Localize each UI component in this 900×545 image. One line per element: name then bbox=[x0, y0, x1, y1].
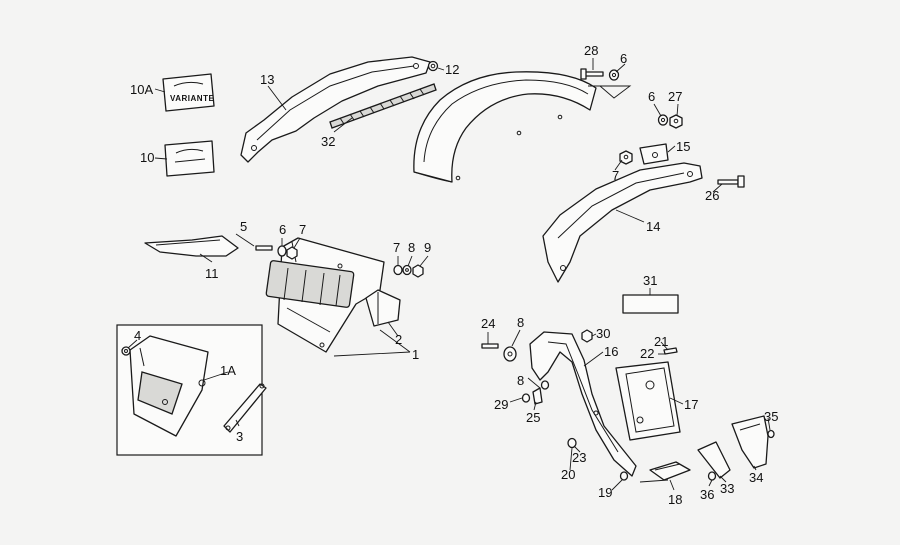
washer-6-right bbox=[657, 114, 669, 126]
nut-36 bbox=[707, 471, 717, 481]
washer-8-small bbox=[402, 264, 412, 276]
callout-8-lower: 8 bbox=[517, 373, 524, 388]
inset-panel bbox=[116, 324, 263, 456]
callout-3: 3 bbox=[236, 429, 243, 444]
leader-lines bbox=[127, 58, 771, 491]
bolt-12 bbox=[427, 60, 439, 72]
washer-35 bbox=[767, 429, 775, 439]
left-rear-support bbox=[240, 56, 431, 163]
washer-6-top bbox=[608, 69, 620, 81]
callout-9: 9 bbox=[424, 240, 431, 255]
callout-7-small: 7 bbox=[393, 240, 400, 255]
callout-26: 26 bbox=[705, 188, 719, 203]
screw-5 bbox=[255, 245, 273, 251]
callout-36: 36 bbox=[700, 487, 714, 502]
callout-32: 32 bbox=[321, 134, 335, 149]
callout-23: 23 bbox=[572, 450, 586, 465]
callout-22: 22 bbox=[640, 346, 654, 361]
callout-8-plate: 8 bbox=[517, 315, 524, 330]
callout-35: 35 bbox=[764, 409, 778, 424]
callout-18: 18 bbox=[668, 492, 682, 507]
washer-6-mid bbox=[277, 245, 287, 257]
nut-7-small bbox=[393, 264, 403, 276]
callout-14: 14 bbox=[646, 219, 660, 234]
nut-19 bbox=[619, 471, 629, 481]
plate-holder-16 bbox=[529, 331, 637, 477]
callout-1: 1 bbox=[412, 347, 419, 362]
callout-7-mid: 7 bbox=[299, 222, 306, 237]
nut-7-mid bbox=[286, 246, 298, 260]
clip-3 bbox=[223, 383, 267, 433]
nut-9 bbox=[412, 264, 424, 278]
right-rear-support bbox=[542, 162, 703, 283]
callout-13: 13 bbox=[260, 72, 274, 87]
callout-7-right: 7 bbox=[612, 168, 619, 183]
callout-30: 30 bbox=[596, 326, 610, 341]
spring-32 bbox=[329, 83, 437, 129]
callout-6-top: 6 bbox=[620, 51, 627, 66]
callout-5: 5 bbox=[240, 219, 247, 234]
callout-16: 16 bbox=[604, 344, 618, 359]
callout-25: 25 bbox=[526, 410, 540, 425]
callout-29: 29 bbox=[494, 397, 508, 412]
callout-31: 31 bbox=[643, 273, 657, 288]
callout-8-small: 8 bbox=[408, 240, 415, 255]
callout-19: 19 bbox=[598, 485, 612, 500]
bracket-33 bbox=[697, 441, 731, 479]
callout-33: 33 bbox=[720, 481, 734, 496]
callout-28: 28 bbox=[584, 43, 598, 58]
callout-24: 24 bbox=[481, 316, 495, 331]
plate-17 bbox=[615, 361, 681, 441]
bolt-4 bbox=[121, 346, 131, 356]
callout-12: 12 bbox=[445, 62, 459, 77]
screw-28 bbox=[580, 68, 604, 80]
nut-30 bbox=[581, 329, 593, 343]
callout-10A: 10A bbox=[130, 82, 153, 97]
callout-21: 21 bbox=[654, 334, 668, 349]
hardware-29-25 bbox=[521, 380, 550, 405]
callout-6-mid: 6 bbox=[279, 222, 286, 237]
rear-mudguard bbox=[413, 71, 597, 183]
callout-20: 20 bbox=[561, 467, 575, 482]
callout-15: 15 bbox=[676, 139, 690, 154]
nut-27 bbox=[669, 114, 683, 129]
callout-4: 4 bbox=[134, 328, 141, 343]
light-18 bbox=[649, 461, 691, 481]
callout-11: 11 bbox=[205, 266, 219, 281]
lamp-lens-2 bbox=[365, 289, 401, 327]
cover-11 bbox=[144, 235, 239, 257]
bracket-15 bbox=[639, 143, 669, 165]
bracket-34 bbox=[731, 415, 769, 469]
callout-2: 2 bbox=[395, 332, 402, 347]
badge-variante-text: VARIANTE bbox=[170, 94, 214, 103]
reflector-31 bbox=[622, 294, 679, 314]
tail-light-housing bbox=[265, 237, 385, 353]
callout-1A: 1A bbox=[220, 363, 236, 378]
callout-34: 34 bbox=[749, 470, 763, 485]
callout-17: 17 bbox=[684, 397, 698, 412]
washer-8-plate bbox=[503, 346, 517, 362]
callout-labels: 10A 10 13 12 32 28 6 6 27 15 7 26 14 5 6… bbox=[130, 43, 778, 507]
callout-10: 10 bbox=[140, 150, 154, 165]
callout-6-right: 6 bbox=[648, 89, 655, 104]
badge-variante: VARIANTE bbox=[162, 73, 215, 112]
badge-plain bbox=[164, 140, 215, 177]
fasteners-23-20 bbox=[567, 437, 577, 449]
screw-24 bbox=[481, 343, 499, 349]
nut-7-right bbox=[619, 150, 633, 165]
screw-26 bbox=[717, 175, 745, 188]
callout-27: 27 bbox=[668, 89, 682, 104]
